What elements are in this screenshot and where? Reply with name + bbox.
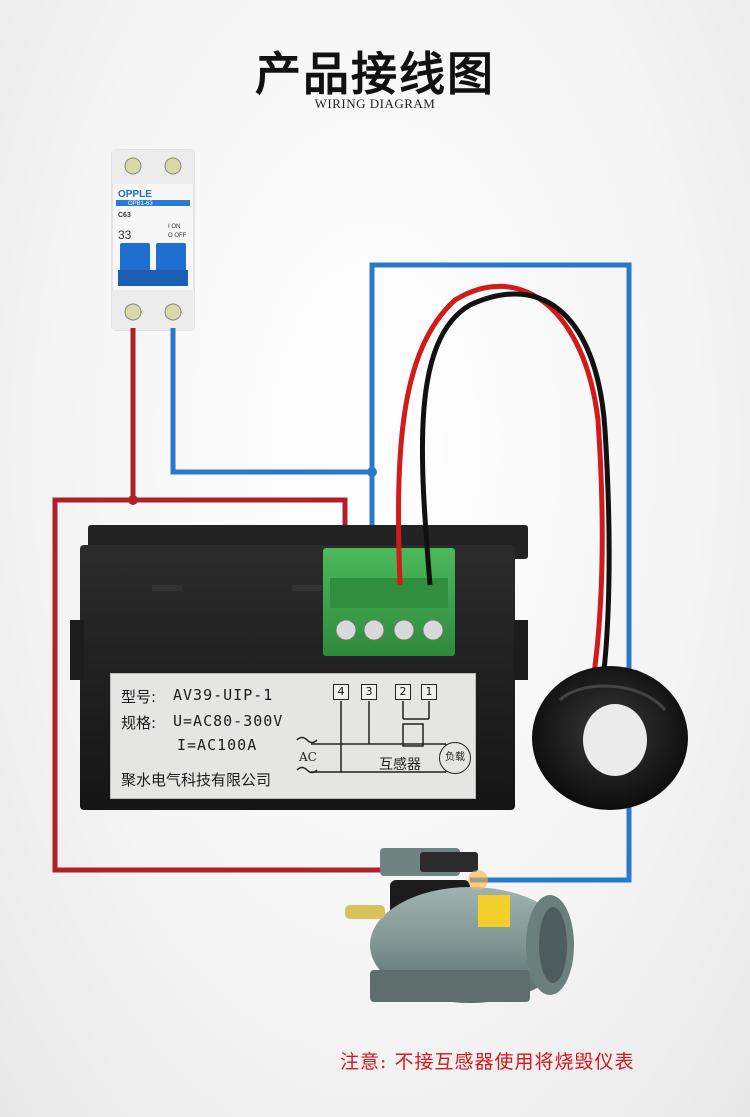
ac-label: AC (299, 750, 317, 764)
voltage-spec: U=AC80-300V (173, 712, 284, 730)
terminal-1-box: 1 (421, 684, 437, 700)
manufacturer: 聚水电气科技有限公司 (121, 771, 272, 789)
terminal-block (323, 548, 455, 656)
spec-label: 规格: (121, 714, 157, 732)
terminal-2-box: 2 (395, 684, 411, 700)
current-transformer (532, 666, 688, 810)
load-symbol: 负载 (439, 742, 471, 774)
breaker-off-label: O OFF (168, 233, 187, 239)
meter-label-plate: 型号: AV39-UIP-1 规格: U=AC80-300V I=AC100A … (110, 673, 476, 799)
breaker-rating: C63 (118, 212, 131, 219)
breaker-model: OPB1-63 (128, 201, 153, 207)
load-label: 负载 (445, 752, 465, 763)
schematic-lines (296, 701, 447, 774)
current-spec: I=AC100A (177, 736, 258, 754)
warning-note: 注意: 不接互感器使用将烧毁仪表 (340, 1051, 635, 1073)
breaker-on-label: I ON (168, 224, 181, 230)
breaker-brand: OPPLE (118, 189, 152, 200)
breaker-rating-big: 33 (118, 228, 132, 242)
circuit-breaker (111, 149, 195, 331)
page-title: 产品接线图 (255, 47, 495, 101)
ct-label: 互感器 (379, 757, 421, 773)
motor (345, 848, 574, 1003)
page-subtitle: WIRING DIAGRAM (314, 96, 436, 111)
terminal-3-box: 3 (361, 684, 377, 700)
terminal-4-box: 4 (333, 684, 349, 700)
ct-black-lead (419, 291, 612, 701)
model-label: 型号: (121, 688, 157, 706)
model-value: AV39-UIP-1 (173, 686, 274, 704)
